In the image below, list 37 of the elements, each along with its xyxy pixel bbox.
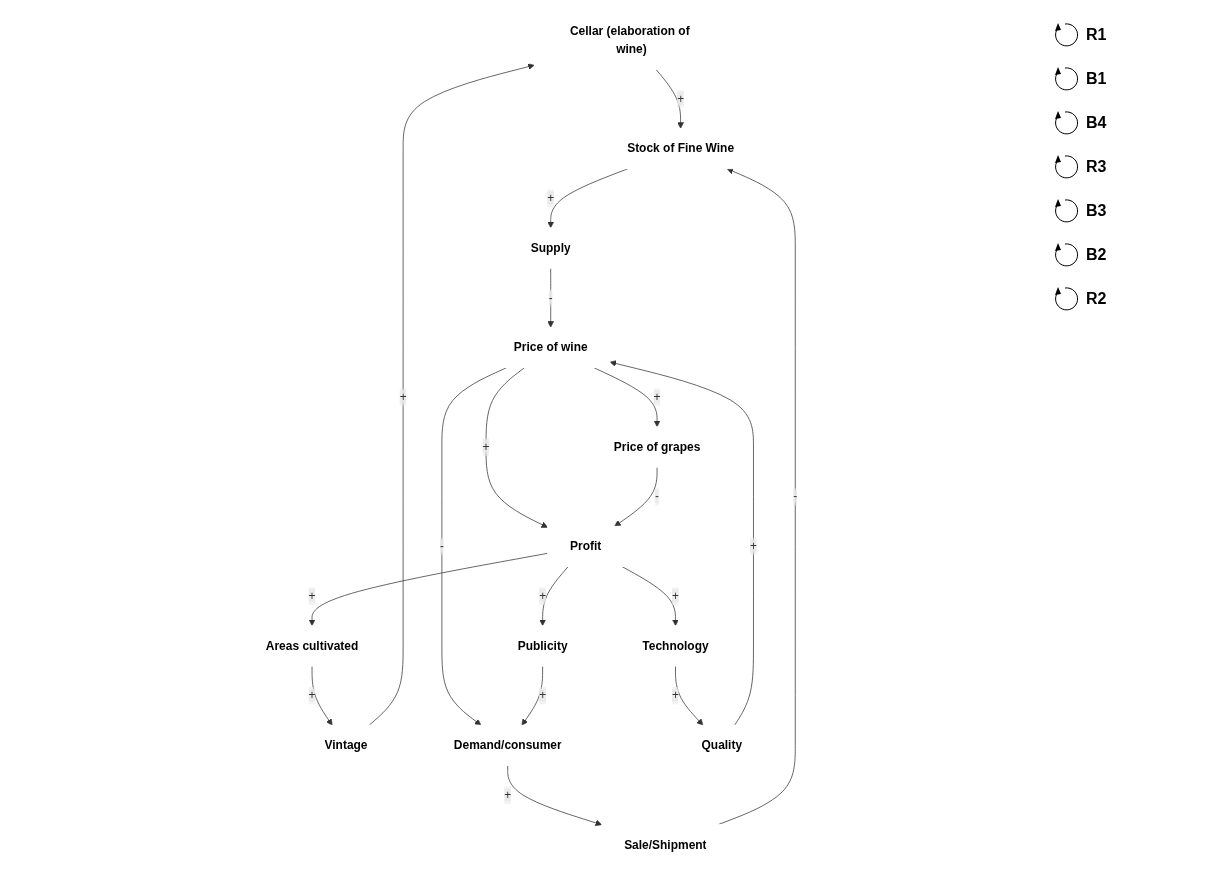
edge-label: + <box>546 191 554 205</box>
edge-label: + <box>482 440 490 453</box>
loop-label: B1 <box>1086 70 1107 88</box>
node-text: Publicity <box>517 639 568 652</box>
edge-label: - <box>654 489 659 503</box>
loop-label: R1 <box>1086 26 1107 44</box>
node-text: Cellar (elaboration of wine) <box>569 24 690 56</box>
loop-label: B3 <box>1086 202 1107 220</box>
loop-label: R2 <box>1086 290 1107 308</box>
edge-label: + <box>749 539 757 553</box>
edge-label: - <box>792 489 797 503</box>
edge-label: + <box>653 390 661 404</box>
loop-label: B4 <box>1086 114 1107 132</box>
node-text: Stock of Fine Wine <box>626 141 734 155</box>
node-text: Quality <box>701 738 742 752</box>
edge-label: + <box>308 688 316 702</box>
node-text: Sale/Shipment <box>623 838 707 851</box>
node-text: Vintage <box>324 738 368 752</box>
edge-label: + <box>676 92 684 105</box>
node-text: Demand/consumer <box>453 738 562 752</box>
edge-label: + <box>308 589 316 603</box>
edge-label: + <box>503 788 511 802</box>
node-text: Price of wine <box>513 340 588 354</box>
node-text: Areas cultivated <box>265 639 358 652</box>
node-text: Price of grapes <box>613 440 700 453</box>
node-text: Profit <box>569 539 601 553</box>
edge-label: + <box>671 688 679 702</box>
edge-label: + <box>538 688 546 702</box>
edge-label: - <box>548 291 553 304</box>
edge-label: - <box>439 539 444 553</box>
loop-label: R3 <box>1086 158 1107 176</box>
edge-label: + <box>671 589 679 603</box>
edge-label: + <box>538 589 546 603</box>
node-text: Supply <box>530 241 571 255</box>
node-text: Technology <box>642 639 709 652</box>
edge-label: + <box>399 390 407 404</box>
loop-label: B2 <box>1086 246 1107 264</box>
